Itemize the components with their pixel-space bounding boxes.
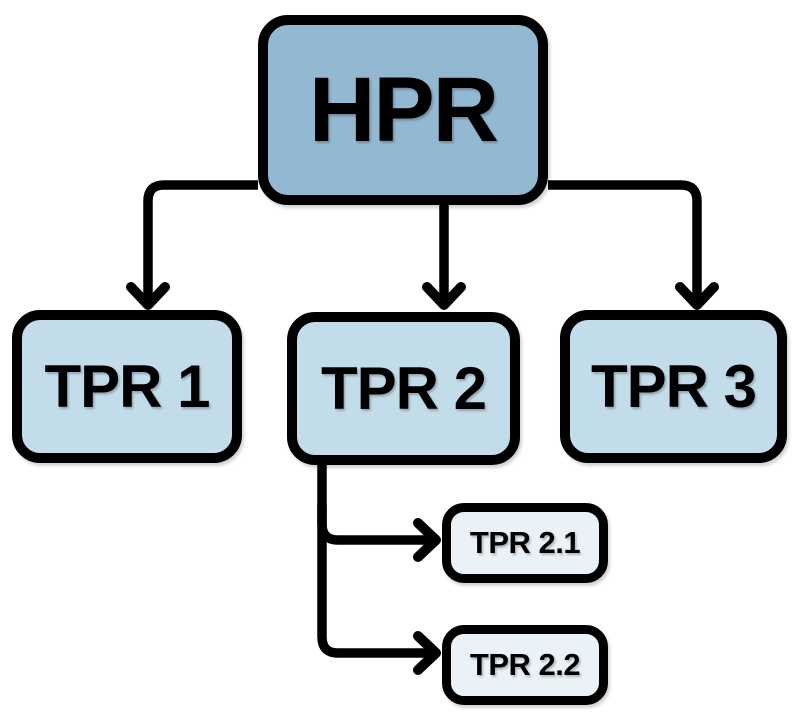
node-tpr3-label: TPR 3 (590, 353, 757, 420)
arrowhead-right-tpr22-icon (413, 631, 441, 675)
arrowhead-down-tpr1-icon (126, 282, 170, 310)
arrowhead-right-tpr21-icon (413, 518, 441, 562)
node-tpr2-2: TPR 2.2 (442, 625, 608, 705)
node-tpr2-1: TPR 2.1 (442, 503, 608, 583)
node-tpr3: TPR 3 (560, 310, 787, 463)
node-tpr1-label: TPR 1 (44, 353, 210, 420)
node-tpr1: TPR 1 (12, 310, 242, 463)
arrowhead-down-tpr3-icon (675, 282, 719, 310)
edge-tpr2-tpr21 (317, 505, 429, 545)
edge-tpr2-tpr22 (317, 463, 429, 658)
node-hpr: HPR (258, 15, 548, 205)
edge-hpr-tpr1 (143, 180, 258, 301)
node-tpr2-label: TPR 2 (320, 355, 487, 422)
node-tpr2-2-label: TPR 2.2 (469, 647, 581, 682)
edge-hpr-tpr3 (548, 180, 702, 301)
node-hpr-label: HPR (308, 58, 499, 161)
node-tpr2-1-label: TPR 2.1 (469, 525, 581, 560)
arrowhead-down-tpr2-icon (422, 282, 466, 310)
node-tpr2: TPR 2 (287, 312, 520, 465)
